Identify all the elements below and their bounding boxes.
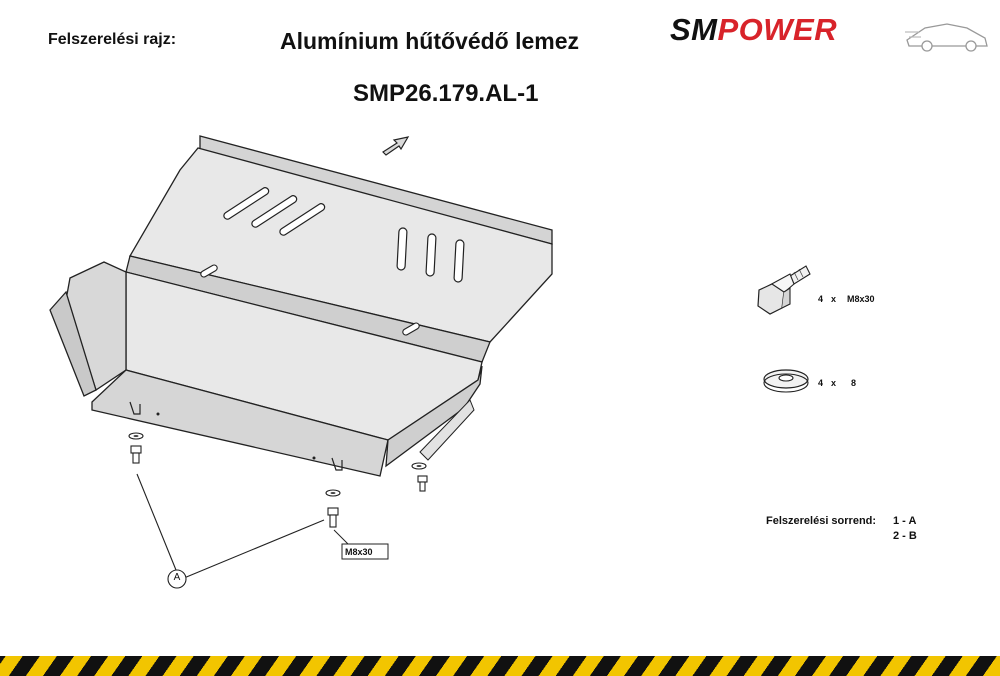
bolt-icon <box>757 265 811 315</box>
logo-power: POWER <box>717 12 838 47</box>
mount-slot <box>402 322 420 336</box>
vent-slot <box>396 227 408 271</box>
bolt-spec: M8x30 <box>847 294 875 304</box>
bolt-times: x <box>831 294 837 304</box>
vent-slot <box>251 195 298 228</box>
fastener-right <box>411 462 428 492</box>
washer-qty: 4 <box>818 378 824 388</box>
hazard-stripe <box>0 656 1000 676</box>
callout-a-label: A <box>173 572 181 583</box>
mount-slot <box>200 264 218 278</box>
bottom-flange <box>91 369 389 477</box>
vent-slot <box>425 233 437 277</box>
install-step-1: 1 - A <box>893 515 917 527</box>
logo-sm: SM <box>670 12 718 47</box>
bend-strip <box>125 255 491 363</box>
fastener-left <box>128 432 144 464</box>
logo-text: SMPOWER <box>670 12 837 48</box>
drawing-label: Felszerelési rajz: <box>48 31 177 48</box>
leader-line <box>333 529 349 545</box>
car-silhouette-icon <box>905 23 988 52</box>
right-wing <box>385 365 483 468</box>
install-order-label: Felszerelési sorrend: <box>766 515 877 527</box>
vent-slot <box>223 187 270 220</box>
leader-line <box>136 473 177 571</box>
skid-plate-drawing <box>49 135 811 589</box>
left-wing <box>49 261 127 397</box>
bolt-label-box <box>341 543 389 560</box>
part-code: SMP26.179.AL-1 <box>353 80 539 107</box>
callout-a-circle <box>167 569 187 589</box>
washer-spec: 8 <box>851 378 857 388</box>
vent-slot <box>279 203 326 236</box>
washer-times: x <box>831 378 837 388</box>
bolt-callout-label: M8x30 <box>345 547 373 557</box>
install-step-2: 2 - B <box>893 530 917 542</box>
fastener-center <box>325 489 341 528</box>
leader-line <box>183 519 325 579</box>
vent-slot <box>453 239 465 283</box>
bolt-qty: 4 <box>818 294 824 304</box>
page-title: Alumínium hűtővédő lemez <box>280 28 580 54</box>
brand-logo: SMPOWER <box>670 10 990 52</box>
direction-arrow-icon <box>382 136 410 156</box>
washer-icon <box>763 369 809 393</box>
